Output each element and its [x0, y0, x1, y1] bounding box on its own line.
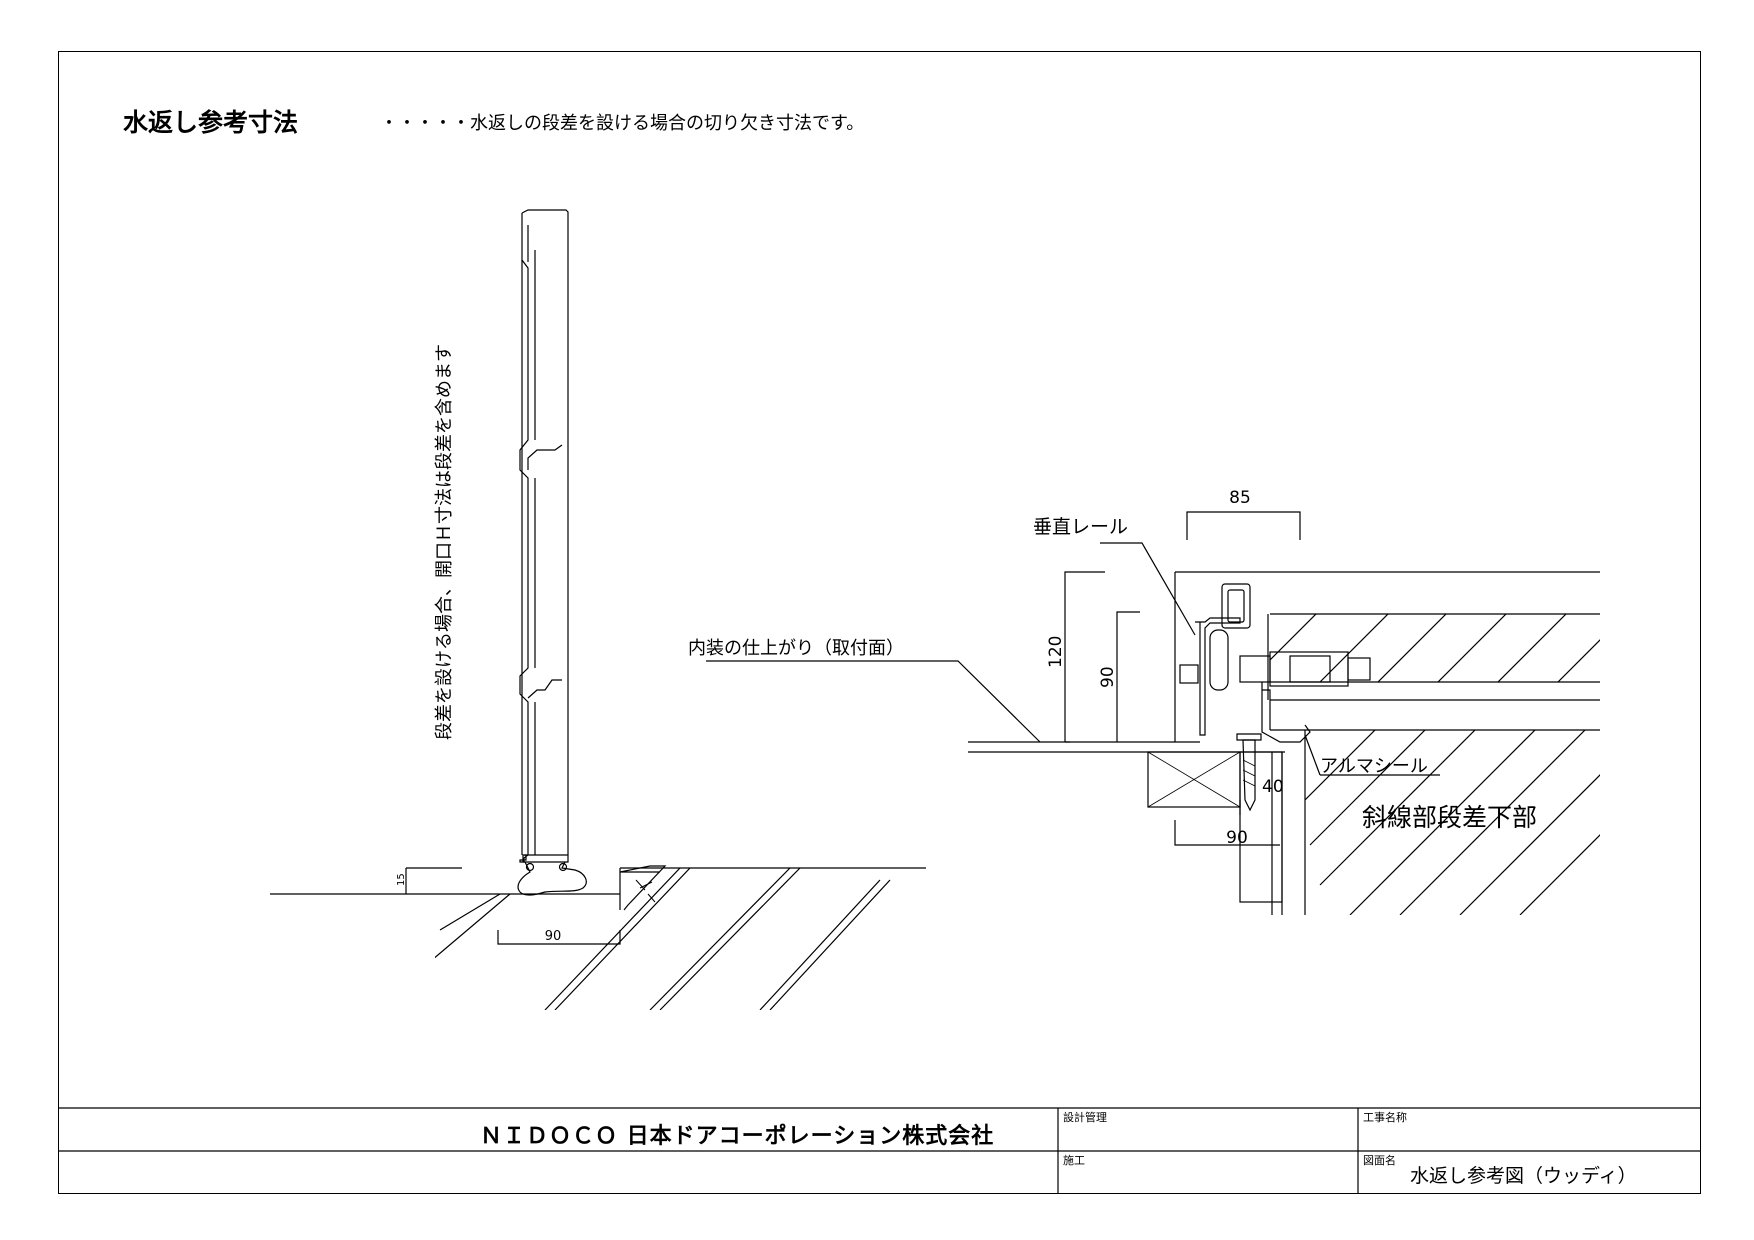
company-name: ＮＩＤＯＣＯ 日本ドアコーポレーション株式会社 [480, 1124, 995, 1149]
dim-90-bottom-label: 90 [1226, 828, 1248, 848]
label-vertical-rail: 垂直レール [1033, 516, 1128, 538]
dim-15-label: 15 [396, 873, 407, 886]
label-design: 設計管理 [1063, 1110, 1107, 1124]
label-interior-finish: 内装の仕上がり（取付面） [688, 638, 904, 659]
dim-40-label: 40 [1262, 777, 1284, 797]
label-construction: 施工 [1063, 1154, 1085, 1167]
title-block [58, 1107, 1701, 1194]
label-drawing-name: 図面名 [1363, 1153, 1396, 1167]
label-project: 工事名称 [1363, 1110, 1407, 1124]
drawing-name-value: 水返し参考図（ウッディ） [1410, 1165, 1637, 1187]
label-alma-seal: アルマシール [1320, 756, 1428, 777]
vertical-note: 段差を設ける場合、開口Ｈ寸法は段差を含めます [434, 344, 455, 740]
vertical-rail [1195, 617, 1241, 736]
dim-90-left-label: 90 [545, 929, 562, 944]
dim-120-label: 120 [1046, 636, 1066, 668]
left-section-detail [270, 209, 926, 1010]
label-hatch-area: 斜線部段差下部 [1362, 803, 1537, 832]
drawing-subtitle: ・・・・・水返しの段差を設ける場合の切り欠き寸法です。 [380, 113, 865, 134]
drawing-title: 水返し参考寸法 [123, 108, 299, 137]
drawing-sheet [58, 51, 1701, 1194]
dim-85-label: 85 [1229, 488, 1251, 508]
door-panel [519, 213, 529, 863]
right-section-detail [706, 511, 1600, 915]
bottom-seal [517, 861, 587, 896]
dim-90-vertical-label: 90 [1098, 666, 1118, 688]
sill-angle [619, 865, 667, 911]
